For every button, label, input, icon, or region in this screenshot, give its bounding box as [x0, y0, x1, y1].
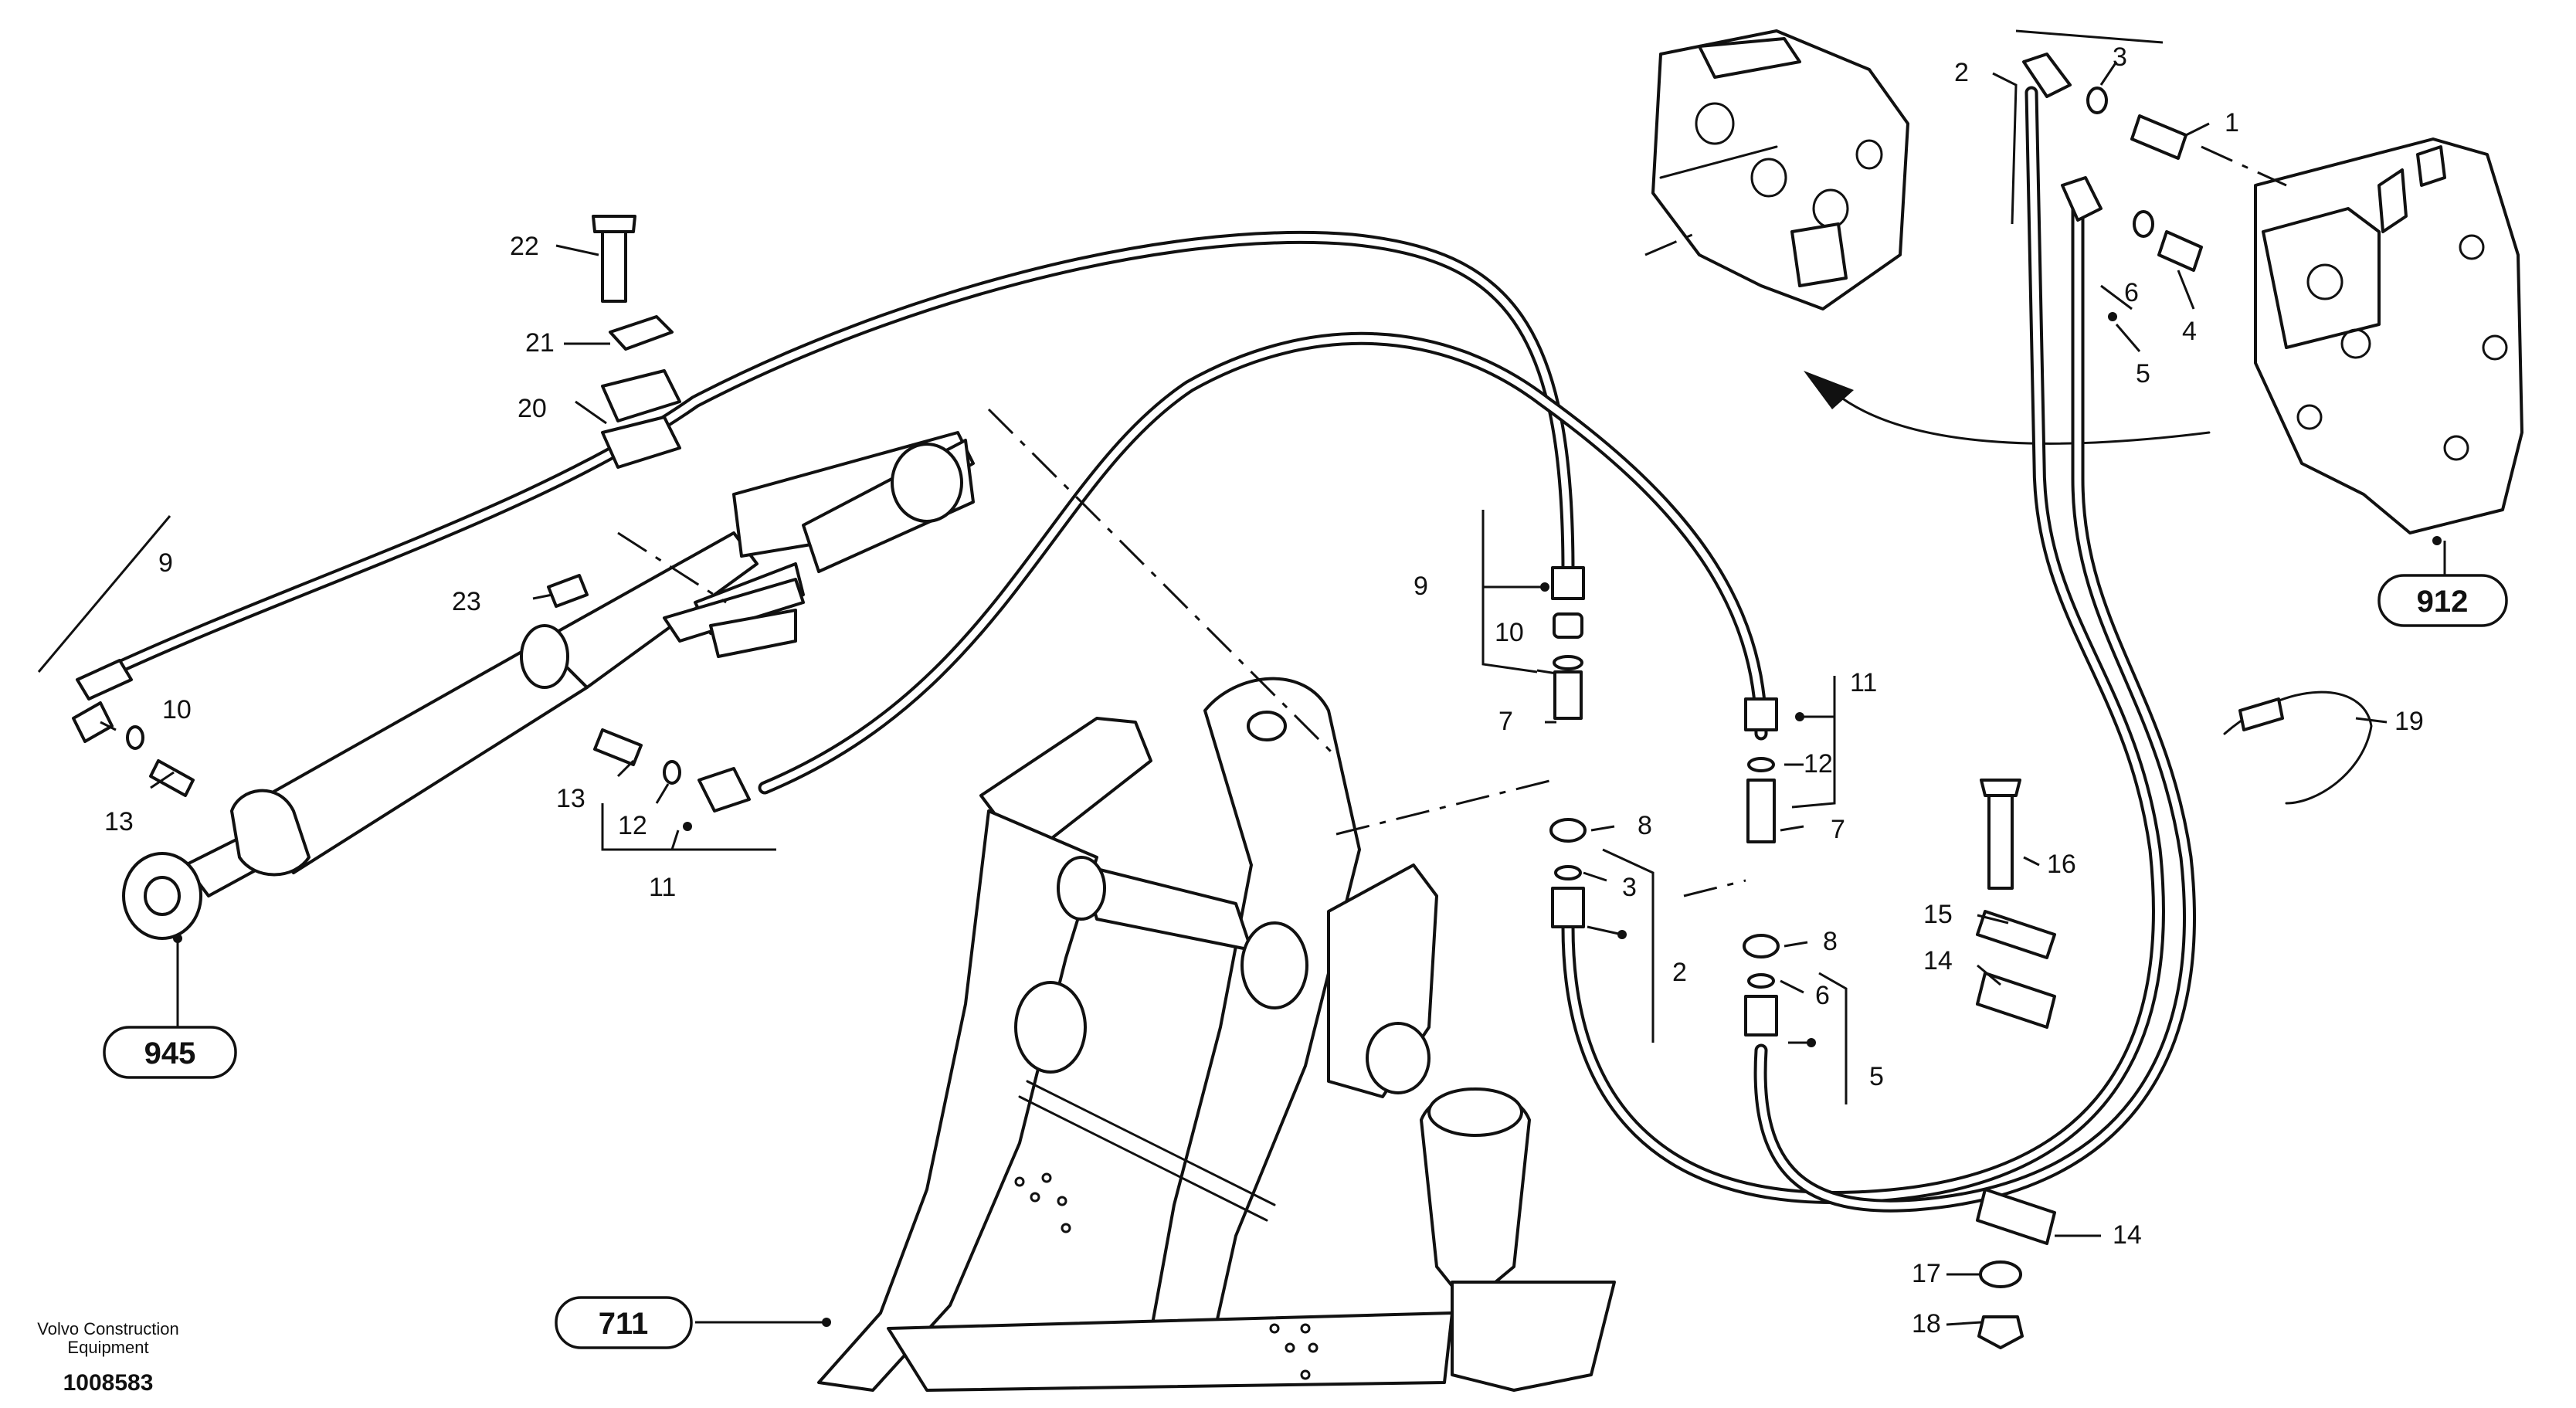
leader-lines	[37, 29, 2446, 1327]
part-label: 5	[1869, 1062, 1884, 1091]
part-label: 18	[1912, 1309, 1941, 1338]
part-label: 8	[1638, 811, 1652, 840]
part-label: 2	[1954, 58, 1969, 87]
hose-11	[758, 331, 1768, 795]
part-label: 6	[2124, 278, 2139, 307]
part-label: 10	[162, 695, 192, 724]
part-label: 11	[1850, 668, 1877, 697]
callout-912-text: 912	[2417, 585, 2469, 619]
part-label: 9	[158, 548, 173, 578]
control-valve	[2254, 137, 2523, 534]
part-label: 17	[1912, 1259, 1941, 1288]
cylinder-mount-bracket	[663, 578, 805, 658]
center-fittings	[1549, 566, 1780, 1036]
part-label: 3	[1622, 873, 1637, 902]
part-label: 7	[1831, 815, 1845, 844]
control-valve-small	[1651, 29, 1909, 310]
part-labels: 1 2 3 4 5 6 22 21 20 9 23 10 13 13 12 11…	[104, 42, 2424, 1338]
publisher-line1: Volvo Construction	[37, 1319, 178, 1338]
part-label: 7	[1498, 707, 1513, 736]
center-lines	[617, 145, 2287, 897]
part-label: 23	[452, 587, 481, 616]
loader-frame	[817, 677, 1616, 1392]
hose-2	[1561, 86, 2165, 1205]
callout-945-text: 945	[144, 1036, 196, 1070]
part-label: 16	[2047, 850, 2076, 879]
callout-711-text: 711	[599, 1307, 649, 1341]
part-label: 12	[618, 811, 647, 840]
part-label: 6	[1815, 981, 1830, 1010]
part-label: 13	[104, 807, 134, 836]
part-label: 8	[1823, 927, 1838, 956]
part-label: 20	[518, 394, 547, 423]
publisher-line2: Equipment	[67, 1338, 148, 1357]
callout-912: 912	[2377, 574, 2508, 627]
part-label: 14	[2113, 1220, 2142, 1250]
cable-tie-19	[2223, 690, 2373, 805]
part-label: 11	[649, 873, 676, 902]
drawing-number: 1008583	[63, 1370, 154, 1396]
part-label: 12	[1804, 749, 1833, 779]
part-label: 13	[556, 784, 585, 813]
lift-cylinder	[122, 431, 975, 940]
hose-5	[1753, 202, 2196, 1213]
part-label: 1	[2225, 108, 2239, 137]
part-label: 3	[2113, 42, 2127, 72]
hose-9-left-fitting	[72, 659, 195, 797]
clamp-20-21-22	[547, 215, 681, 608]
part-label: 19	[2394, 707, 2424, 736]
clamp-14-15-16	[1976, 779, 2056, 1349]
part-label: 22	[510, 232, 539, 261]
drawing-info: Volvo Construction Equipment 1008583	[37, 1319, 178, 1396]
part-label: 4	[2182, 317, 2197, 346]
part-label: 2	[1672, 958, 1687, 987]
part-label: 10	[1495, 618, 1524, 647]
hose-9	[101, 231, 1575, 679]
part-label: 14	[1923, 946, 1953, 975]
part-label: 15	[1923, 900, 1953, 929]
part-label: 21	[525, 328, 555, 358]
part-label: 5	[2136, 359, 2150, 388]
assembly-arrow	[1821, 381, 2211, 445]
callout-945: 945	[103, 1026, 237, 1079]
valve-fittings	[2022, 53, 2203, 272]
callout-711: 711	[555, 1296, 693, 1349]
arrow-head-icon	[1804, 371, 1854, 409]
part-label: 9	[1414, 572, 1428, 601]
hose-11-left-fitting	[593, 728, 751, 813]
